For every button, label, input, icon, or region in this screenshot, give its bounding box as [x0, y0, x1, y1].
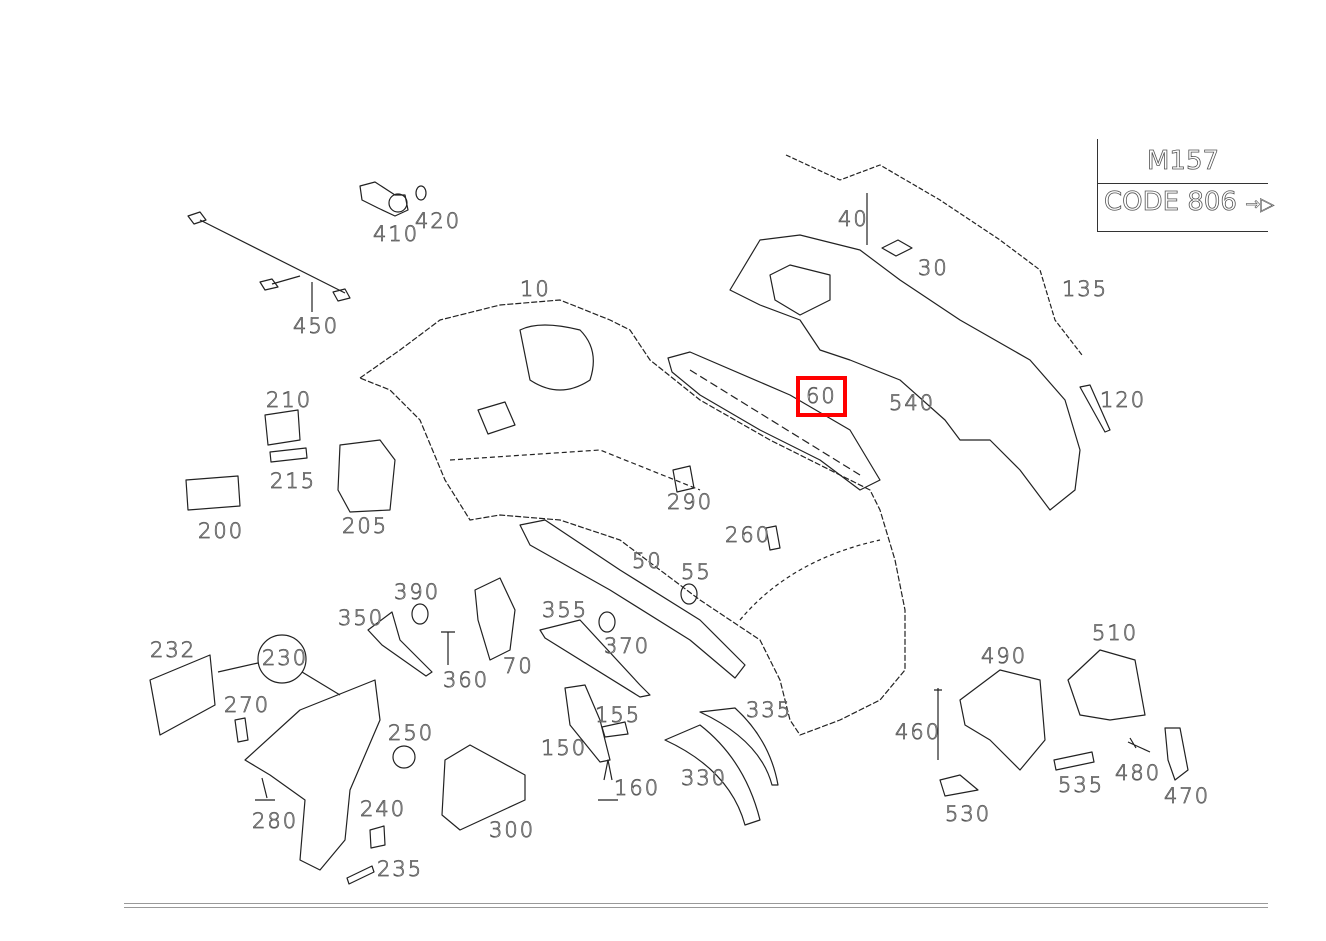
part-label-235[interactable]: 235 [377, 857, 424, 881]
rail-355 [539, 619, 651, 698]
part-label-540[interactable]: 540 [889, 391, 936, 415]
part-155 [601, 721, 629, 738]
arch-335 [699, 707, 779, 786]
part-label-30[interactable]: 30 [918, 256, 949, 280]
part-300 [441, 744, 526, 831]
bracket-230 [244, 679, 381, 871]
part-label-210[interactable]: 210 [266, 388, 313, 412]
parking-sensor-410 [359, 181, 427, 217]
screw-280 [255, 777, 275, 801]
code-text: CODE 806 [1104, 187, 1238, 218]
part-label-232[interactable]: 232 [150, 638, 197, 662]
part-label-470[interactable]: 470 [1164, 784, 1211, 808]
part-label-390[interactable]: 390 [394, 580, 441, 604]
part-label-355[interactable]: 355 [542, 598, 589, 622]
part-label-350[interactable]: 350 [338, 606, 385, 630]
part-label-55[interactable]: 55 [681, 560, 712, 584]
callout-circle-230 [257, 634, 307, 684]
arch-330 [664, 724, 761, 826]
housing-510 [1067, 649, 1146, 721]
part-215 [269, 447, 308, 463]
part-label-530[interactable]: 530 [945, 802, 992, 826]
part-70 [474, 577, 516, 661]
trim-135 [785, 154, 1083, 356]
part-label-150[interactable]: 150 [541, 736, 588, 760]
part-470 [1164, 727, 1189, 781]
part-label-230[interactable]: 230 [262, 646, 309, 670]
plate-232 [149, 654, 216, 736]
part-label-40[interactable]: 40 [838, 207, 869, 231]
clip-240 [369, 825, 386, 849]
protective-strip-60 [667, 351, 881, 491]
bolt-480 [1127, 737, 1151, 753]
part-205 [337, 439, 396, 513]
rivet-360 [441, 631, 455, 665]
part-120 [1079, 384, 1111, 433]
wiring-harness-450 [187, 211, 351, 312]
module-200 [185, 475, 241, 511]
part-label-290[interactable]: 290 [667, 490, 714, 514]
rivet-460 [934, 688, 942, 760]
part-label-205[interactable]: 205 [342, 514, 389, 538]
part-label-240[interactable]: 240 [360, 797, 407, 821]
screw-160 [598, 759, 618, 801]
part-label-70[interactable]: 70 [503, 654, 534, 678]
part-label-410[interactable]: 410 [373, 222, 420, 246]
spacers [411, 583, 698, 633]
clip-270 [234, 717, 249, 743]
rear-diffuser-540 [729, 234, 1081, 511]
part-label-490[interactable]: 490 [981, 644, 1028, 668]
part-label-10[interactable]: 10 [520, 277, 551, 301]
bracket-350 [367, 611, 433, 677]
part-label-155[interactable]: 155 [595, 703, 642, 727]
code-label: CODE 806 →▷ [1104, 187, 1275, 218]
bumper-cover-10 [359, 299, 906, 736]
arrow-right-icon: →▷ [1245, 194, 1275, 216]
part-label-510[interactable]: 510 [1092, 621, 1139, 645]
part-label-480[interactable]: 480 [1115, 761, 1162, 785]
part-label-215[interactable]: 215 [270, 469, 317, 493]
part-label-50[interactable]: 50 [632, 549, 663, 573]
part-label-270[interactable]: 270 [224, 693, 271, 717]
part-label-420[interactable]: 420 [415, 209, 462, 233]
part-label-160[interactable]: 160 [614, 776, 661, 800]
bracket-490 [959, 669, 1046, 771]
model-label: M157 [1098, 139, 1268, 184]
part-label-135[interactable]: 135 [1062, 277, 1109, 301]
part-label-450[interactable]: 450 [293, 314, 340, 338]
part-150 [564, 684, 611, 763]
part-235 [346, 865, 375, 885]
part-label-360[interactable]: 360 [443, 668, 490, 692]
part-label-300[interactable]: 300 [489, 818, 536, 842]
nut-250 [392, 745, 416, 769]
part-30 [881, 239, 913, 257]
footer-divider [124, 903, 1268, 908]
clip-260 [765, 525, 781, 551]
part-label-120[interactable]: 120 [1100, 388, 1147, 412]
part-label-335[interactable]: 335 [746, 698, 793, 722]
part-label-370[interactable]: 370 [604, 634, 651, 658]
model-code-box: M157 CODE 806 →▷ [1097, 139, 1274, 232]
part-label-460[interactable]: 460 [895, 720, 942, 744]
part-label-535[interactable]: 535 [1058, 773, 1105, 797]
part-label-330[interactable]: 330 [681, 766, 728, 790]
part-535 [1053, 751, 1095, 771]
part-label-60[interactable]: 60 [796, 376, 847, 417]
part-label-260[interactable]: 260 [725, 523, 772, 547]
clip-530 [939, 774, 979, 797]
part-label-250[interactable]: 250 [388, 721, 435, 745]
clip-290 [672, 465, 695, 493]
part-210 [264, 409, 301, 446]
part-label-280[interactable]: 280 [252, 809, 299, 833]
part-label-200[interactable]: 200 [198, 519, 245, 543]
absorber-50 [519, 519, 746, 679]
